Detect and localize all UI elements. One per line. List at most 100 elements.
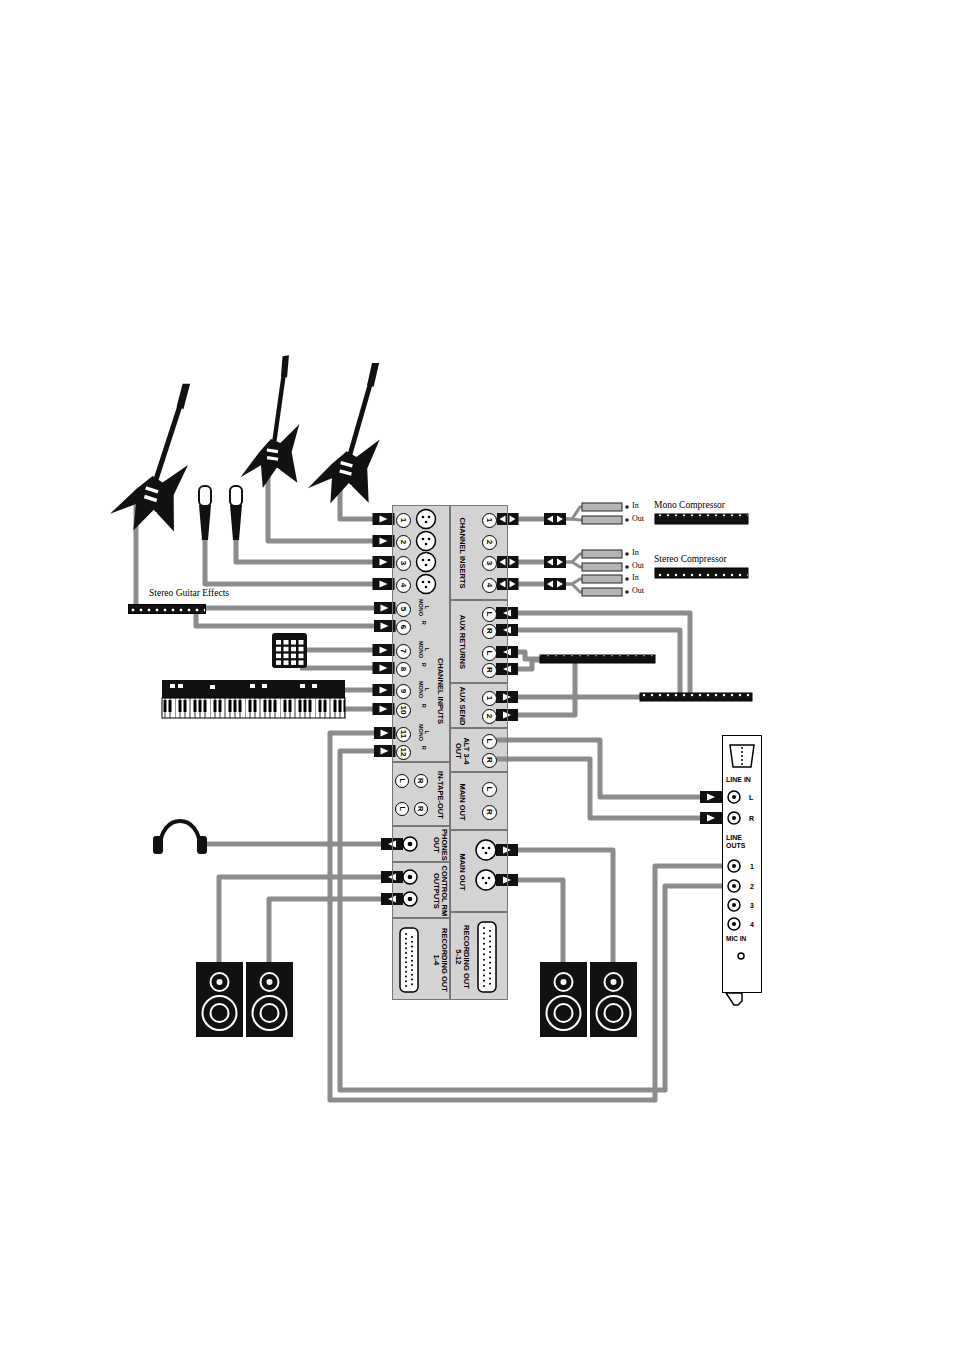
jack-socket: R [482, 805, 497, 820]
plug-body [496, 874, 518, 886]
plug-arrow [380, 581, 388, 588]
guitar-knob [278, 469, 281, 472]
db25-pin [411, 969, 413, 971]
section-label: CONTROL RM OUTPUTS [432, 864, 448, 918]
y-cable [566, 584, 583, 592]
cable-connector [330, 733, 722, 1100]
drum-pad [276, 647, 281, 652]
speaker-woofer [555, 1004, 573, 1022]
jack-number: 5 [399, 607, 407, 611]
db25-pin [483, 980, 485, 982]
section-label: CHANNEL INSERTS [458, 509, 466, 597]
panel-section: MAIN OUT [450, 830, 508, 912]
device-label: In [632, 502, 639, 511]
xlr-pin [422, 559, 425, 562]
db25-pin [483, 953, 485, 955]
microphone-capsule [230, 486, 242, 506]
drum-pad [291, 640, 296, 645]
jack-socket [728, 880, 740, 892]
jack-number: 4 [399, 583, 407, 587]
drum-pad [291, 654, 296, 659]
plug-body [496, 624, 518, 636]
cable-connector [497, 560, 567, 565]
guitar-knob [349, 485, 352, 488]
jack-socket: 8R [396, 662, 411, 677]
plug-body [496, 646, 518, 658]
db25-pin [411, 950, 413, 952]
db25-pin [483, 985, 485, 987]
speaker-woofer [605, 1004, 623, 1022]
guitar-neck [347, 383, 372, 456]
cable-connector [497, 517, 567, 522]
jack-socket [728, 812, 740, 824]
jack-socket: L [482, 782, 497, 797]
jack-socket [728, 918, 740, 930]
db25-pin [489, 951, 491, 953]
jack-socket: 3 [396, 556, 411, 571]
xlr-pin [428, 559, 431, 562]
plug-body [582, 516, 622, 524]
jack-socket: R [482, 753, 497, 768]
db25-pin [405, 952, 407, 954]
db25-pin [405, 980, 407, 982]
db25-pin [411, 979, 413, 981]
jack-hole [408, 897, 413, 902]
rack-unit [540, 655, 655, 663]
db25-pin [405, 933, 407, 935]
xlr-pin [425, 521, 428, 524]
jack-socket: 1 [396, 513, 411, 528]
plug-tip [625, 577, 629, 581]
guitar-body [107, 447, 194, 543]
speaker-woofer [261, 1004, 279, 1022]
plug-tip [625, 565, 629, 569]
jack-socket: R [414, 802, 428, 816]
xlr-socket [476, 870, 496, 890]
jack-number: 3 [485, 561, 493, 565]
jack-hole [732, 903, 736, 907]
db25-pin [483, 969, 485, 971]
db25-connector [400, 928, 418, 992]
device-label: Out [632, 587, 644, 596]
panel-section: PHONES OUT [392, 826, 450, 862]
drum-pad [284, 654, 289, 659]
jack-socket: 10R [396, 703, 411, 718]
keyboard-control [312, 684, 317, 688]
speaker-tweeter [267, 979, 273, 985]
guitar-neck [153, 405, 182, 482]
panel-section: RECORDING OUT 5-12 [450, 912, 508, 1000]
jack-hole [732, 816, 736, 820]
card-bracket [722, 735, 762, 993]
xlr-pin [488, 847, 491, 850]
db25-connector [478, 922, 496, 992]
jack-number: 10 [399, 706, 407, 715]
db25-pin [405, 942, 407, 944]
db25-pin [489, 983, 491, 985]
card-label: R [749, 815, 754, 823]
keyboard-control [178, 684, 183, 688]
jack-socket: L [395, 774, 409, 788]
db25-pin [483, 959, 485, 961]
card-label: 1 [750, 863, 754, 871]
rack-unit [655, 568, 748, 578]
jack-socket: L [482, 607, 497, 622]
plug-tip [625, 552, 629, 556]
card-label: LINE OUTS [726, 834, 760, 849]
jack-hole [732, 864, 736, 868]
headphones-cup [197, 836, 207, 854]
section-label: RECORDING OUT 1-4 [432, 925, 448, 995]
xlr-socket [417, 553, 436, 572]
guitar-neck [272, 375, 286, 443]
jack-number: 4 [485, 583, 493, 587]
microphone-capsule [199, 486, 211, 506]
panel-section: RECORDING OUT 1-4 [392, 918, 450, 1000]
jack-socket [728, 860, 740, 872]
jack-number: L [398, 779, 406, 784]
drum-pad [276, 640, 281, 645]
jack-socket: 7L MONO [396, 644, 411, 659]
db25-pin [489, 956, 491, 958]
jack-number: R [485, 757, 493, 763]
keyboard-control [210, 685, 215, 689]
speaker-tweeter [211, 973, 229, 991]
jack-socket [728, 899, 740, 911]
jack-note: L MONO [417, 680, 428, 698]
